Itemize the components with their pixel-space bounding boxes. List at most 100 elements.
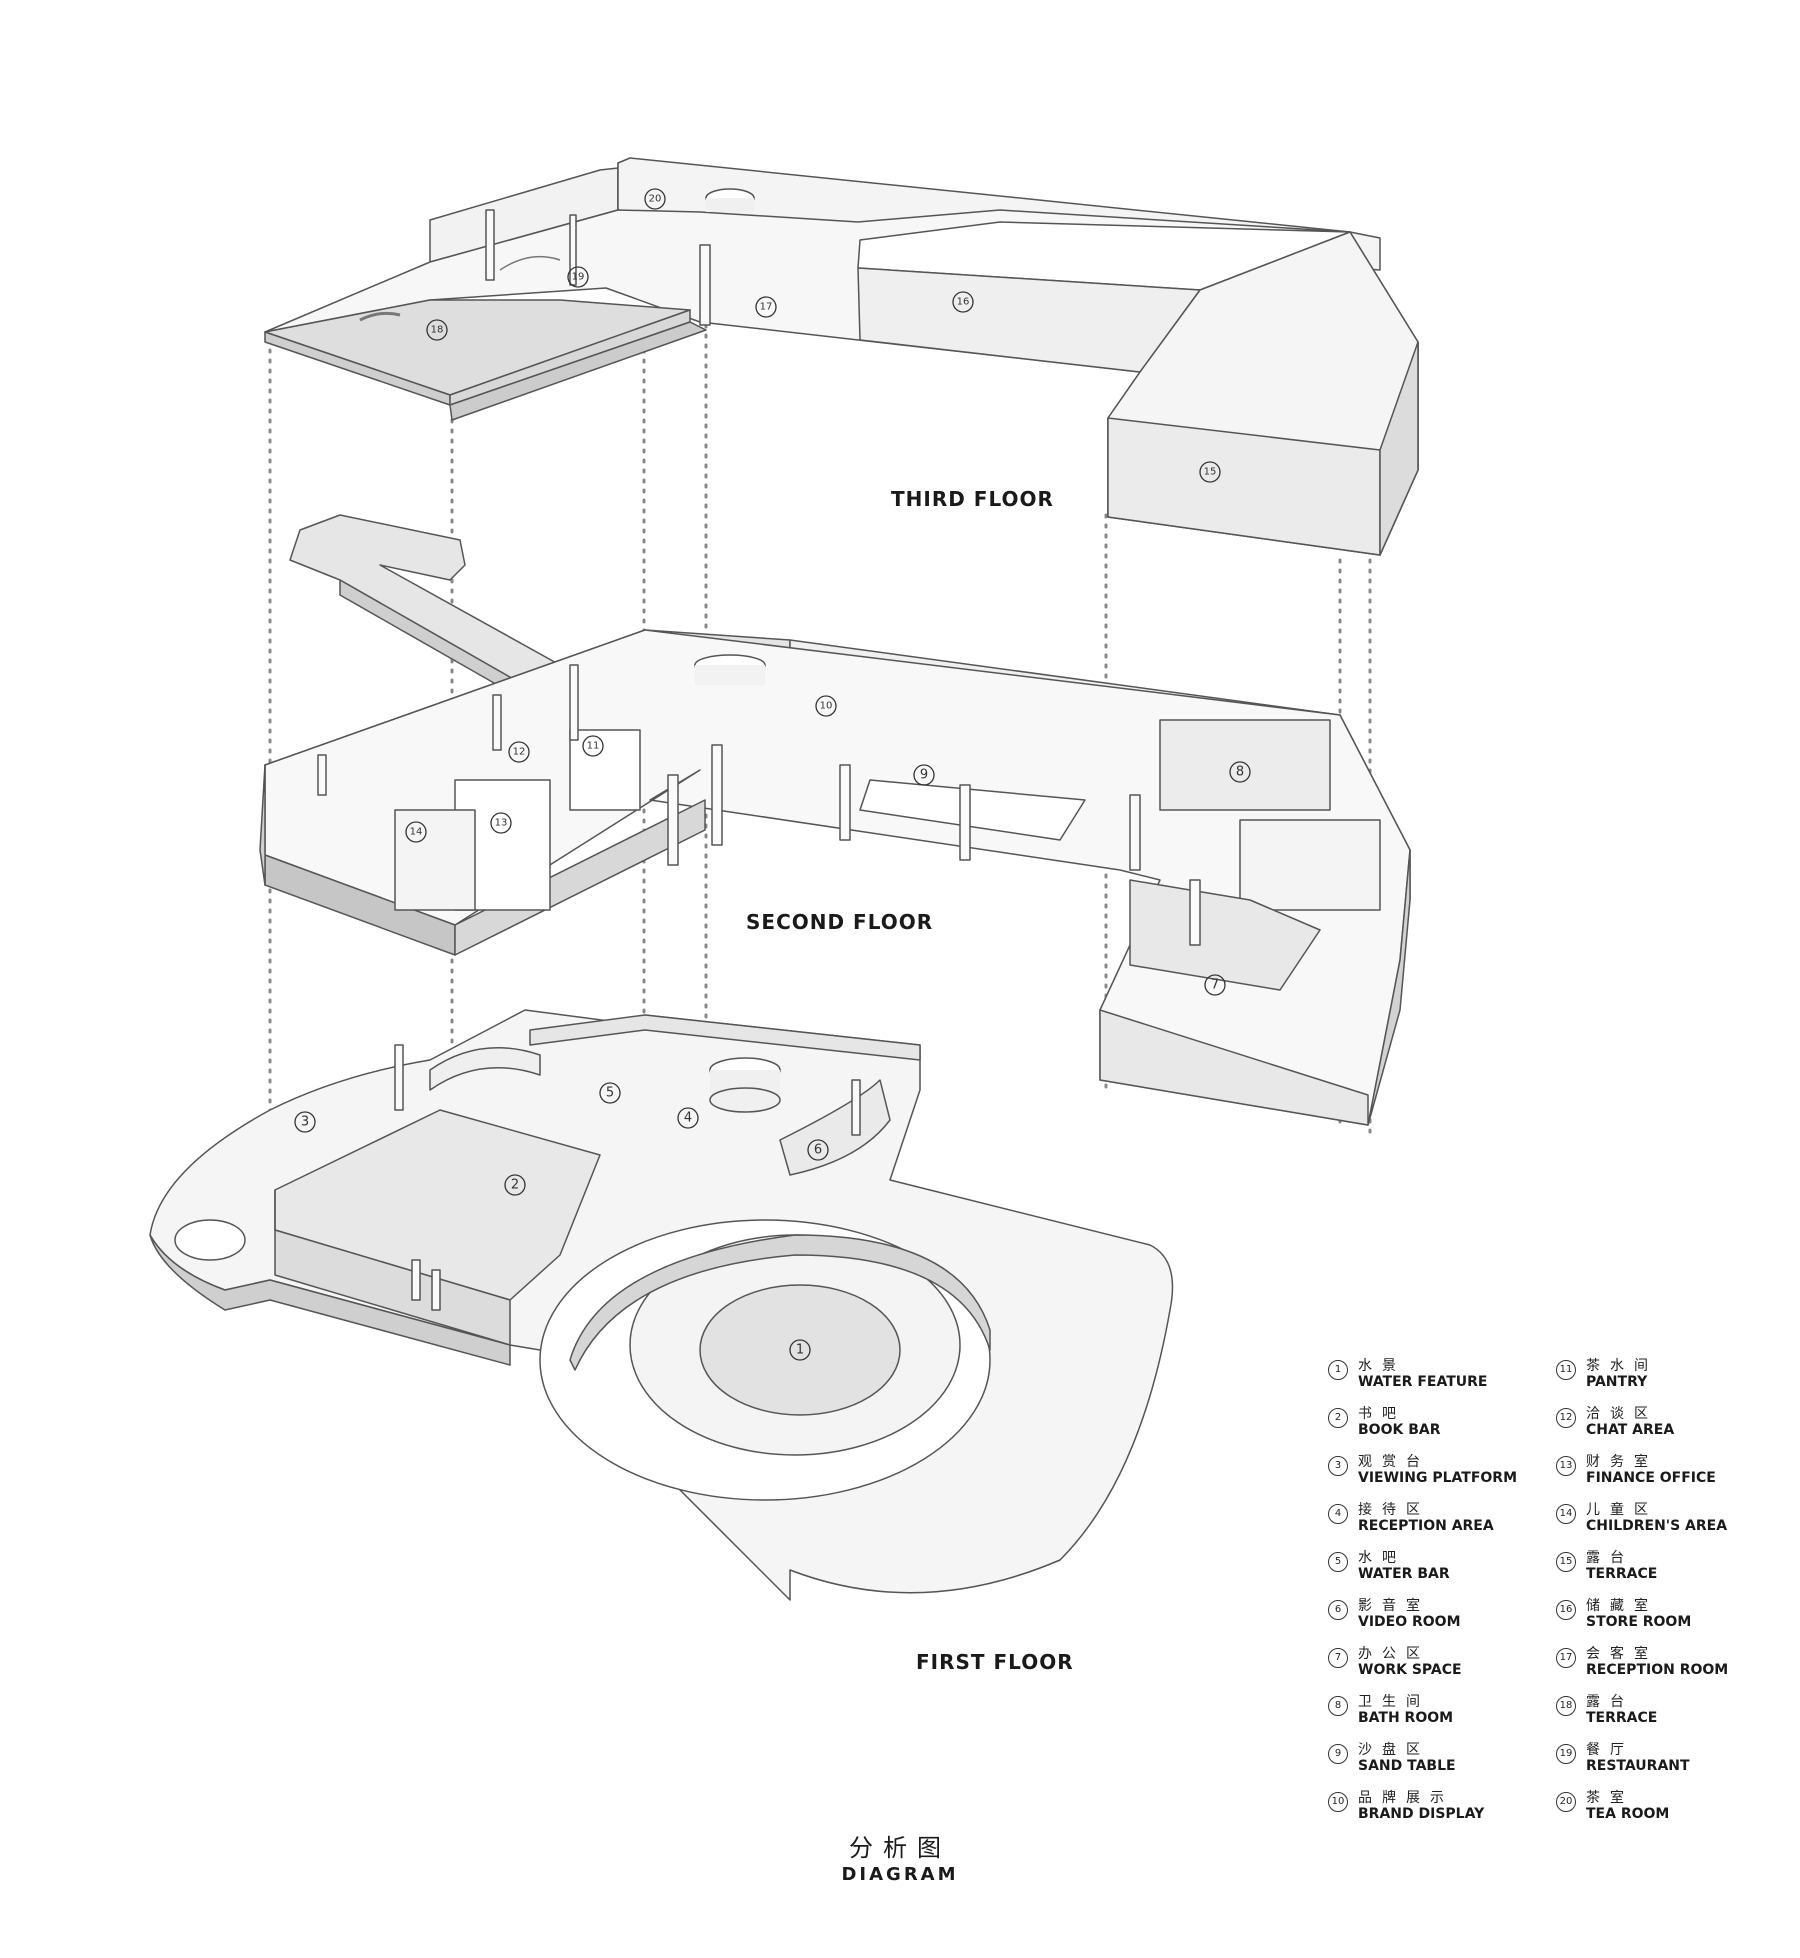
legend-label-zh: 观赏台 — [1358, 1454, 1430, 1470]
marker-13: 13 — [495, 818, 508, 829]
legend-number: 5 — [1328, 1552, 1348, 1572]
legend-number: 9 — [1328, 1744, 1348, 1764]
marker-9: 9 — [920, 768, 928, 783]
legend-label-en: STORE ROOM — [1586, 1614, 1692, 1630]
marker-8: 8 — [1236, 765, 1244, 780]
legend-number: 2 — [1328, 1408, 1348, 1428]
marker-16: 16 — [957, 297, 970, 308]
legend-label-zh: 茶室 — [1586, 1790, 1634, 1806]
marker-20: 20 — [649, 194, 662, 205]
marker-18: 18 — [431, 325, 444, 336]
legend-label-en: CHAT AREA — [1586, 1422, 1675, 1438]
legend-label-zh: 水吧 — [1358, 1550, 1406, 1566]
marker-15: 15 — [1204, 467, 1217, 478]
legend-number: 20 — [1556, 1792, 1576, 1812]
legend-label-zh: 儿童区 — [1586, 1502, 1658, 1518]
legend-number: 7 — [1328, 1648, 1348, 1668]
legend-number: 6 — [1328, 1600, 1348, 1620]
diagram-title-zh: 分析图 — [849, 1834, 951, 1862]
legend-label-zh: 储藏室 — [1586, 1598, 1658, 1614]
legend-label-en: TERRACE — [1586, 1710, 1658, 1726]
marker-3: 3 — [301, 1115, 309, 1130]
third-floor-model — [264, 157, 1419, 556]
first-floor-label: FIRST FLOOR — [916, 1650, 1074, 1674]
legend-label-en: TERRACE — [1586, 1566, 1658, 1582]
legend-label-en: WORK SPACE — [1358, 1662, 1462, 1678]
legend-label-en: BATH ROOM — [1358, 1710, 1454, 1726]
legend-label-zh: 水景 — [1358, 1358, 1406, 1374]
marker-14: 14 — [410, 827, 423, 838]
marker-6: 6 — [814, 1143, 822, 1158]
marker-17: 17 — [760, 302, 773, 313]
legend-number: 13 — [1556, 1456, 1576, 1476]
second-floor-label: SECOND FLOOR — [746, 910, 934, 934]
legend-number: 12 — [1556, 1408, 1576, 1428]
marker-4: 4 — [684, 1111, 692, 1126]
legend-label-zh: 影音室 — [1358, 1598, 1430, 1614]
legend-label-zh: 露台 — [1586, 1550, 1634, 1566]
legend-label-zh: 洽谈区 — [1586, 1406, 1658, 1422]
legend-label-zh: 办公区 — [1358, 1646, 1430, 1662]
legend-number: 8 — [1328, 1696, 1348, 1716]
first-floor-model — [149, 1009, 1174, 1601]
legend-label-en: SAND TABLE — [1358, 1758, 1456, 1774]
marker-10: 10 — [820, 701, 833, 712]
legend-number: 11 — [1556, 1360, 1576, 1380]
legend-number: 16 — [1556, 1600, 1576, 1620]
diagram-title-en: DIAGRAM — [841, 1864, 959, 1885]
legend-label-en: RECEPTION AREA — [1358, 1518, 1494, 1534]
legend-label-zh: 接待区 — [1358, 1502, 1430, 1518]
legend-number: 1 — [1328, 1360, 1348, 1380]
legend-label-zh: 书吧 — [1358, 1406, 1406, 1422]
room-marker-numbers: 1 2 3 4 5 6 7 8 9 10 11 12 13 14 15 16 1… — [301, 194, 1244, 1358]
marker-19: 19 — [572, 272, 585, 283]
legend-label-en: BOOK BAR — [1358, 1422, 1441, 1438]
second-floor-model — [259, 514, 1411, 1126]
legend-number: 10 — [1328, 1792, 1348, 1812]
legend-label-zh: 餐厅 — [1586, 1742, 1634, 1758]
marker-5: 5 — [606, 1086, 614, 1101]
legend-label-zh: 会客室 — [1586, 1646, 1658, 1662]
marker-7: 7 — [1211, 978, 1219, 993]
legend-label-zh: 财务室 — [1586, 1454, 1658, 1470]
marker-12: 12 — [513, 747, 526, 758]
legend-label-en: PANTRY — [1586, 1374, 1648, 1390]
legend-number: 18 — [1556, 1696, 1576, 1716]
marker-11: 11 — [587, 741, 600, 752]
legend-label-en: TEA ROOM — [1586, 1806, 1670, 1822]
legend-label-en: WATER BAR — [1358, 1566, 1450, 1582]
legend-label-zh: 露台 — [1586, 1694, 1634, 1710]
legend-number: 15 — [1556, 1552, 1576, 1572]
legend-label-en: CHILDREN'S AREA — [1586, 1518, 1728, 1534]
legend-number: 17 — [1556, 1648, 1576, 1668]
legend-label-zh: 卫生间 — [1358, 1694, 1430, 1710]
legend-number: 4 — [1328, 1504, 1348, 1524]
legend-label-en: VIDEO ROOM — [1358, 1614, 1461, 1630]
third-floor-label: THIRD FLOOR — [891, 487, 1054, 511]
legend-label-en: VIEWING PLATFORM — [1358, 1470, 1517, 1486]
legend-label-en: BRAND DISPLAY — [1358, 1806, 1485, 1822]
marker-2: 2 — [511, 1178, 519, 1193]
legend-number: 14 — [1556, 1504, 1576, 1524]
legend-number: 19 — [1556, 1744, 1576, 1764]
legend-label-en: RECEPTION ROOM — [1586, 1662, 1729, 1678]
legend-label-zh: 沙盘区 — [1358, 1742, 1430, 1758]
